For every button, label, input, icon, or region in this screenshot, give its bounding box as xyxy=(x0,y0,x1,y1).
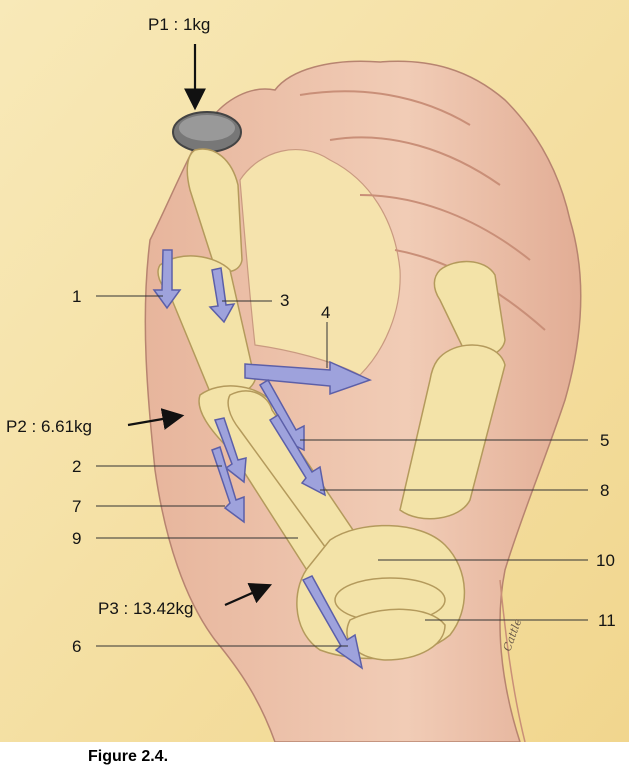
callout-8: 8 xyxy=(600,481,609,500)
callout-4: 4 xyxy=(321,303,330,322)
callout-6: 6 xyxy=(72,637,81,656)
callout-1: 1 xyxy=(72,287,81,306)
callout-7: 7 xyxy=(72,497,81,516)
callout-3: 3 xyxy=(280,291,289,310)
weight-disc-top xyxy=(179,115,235,141)
callout-10: 10 xyxy=(596,551,615,570)
callout-9: 9 xyxy=(72,529,81,548)
hand-diagram: P1 : 1kg P2 : 6.61kg P3 : 13.42kg 1 2 3 … xyxy=(0,0,629,742)
callout-5: 5 xyxy=(600,431,609,450)
figure-caption: Figure 2.4. xyxy=(88,748,168,766)
label-p3: P3 : 13.42kg xyxy=(98,599,193,618)
label-p1: P1 : 1kg xyxy=(148,15,210,34)
callout-2: 2 xyxy=(72,457,81,476)
label-p2: P2 : 6.61kg xyxy=(6,417,92,436)
callout-11: 11 xyxy=(598,611,616,630)
